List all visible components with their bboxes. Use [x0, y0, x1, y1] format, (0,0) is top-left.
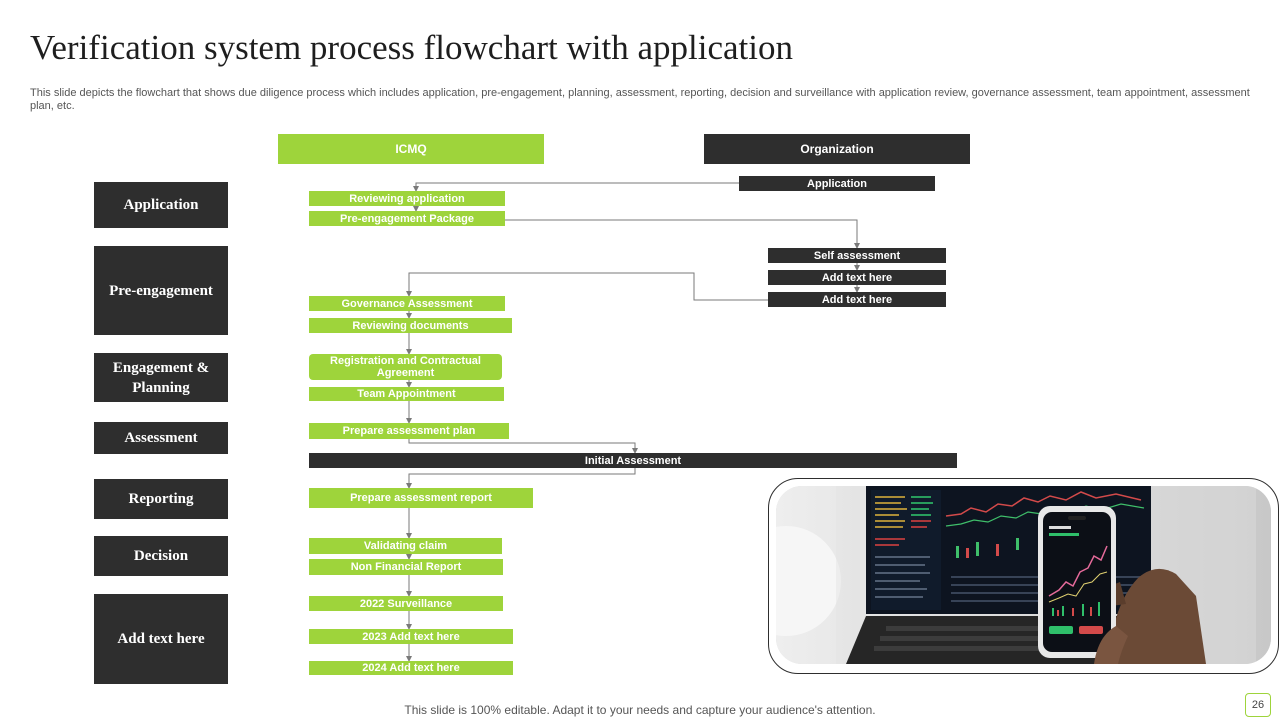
column-header-icmq: ICMQ	[278, 134, 544, 164]
column-header-organization: Organization	[704, 134, 970, 164]
connector-package-to-self-assessment	[505, 219, 860, 249]
connector-text2-to-governance	[406, 272, 768, 301]
connector-initial-to-report	[406, 468, 636, 489]
step-pre-engagement-package: Pre-engagement Package	[309, 211, 505, 226]
page-number: 26	[1245, 693, 1271, 717]
stage-engagement-planning: Engagement & Planning	[94, 353, 228, 402]
step-text-2024: 2024 Add text here	[309, 661, 513, 675]
step-validating-claim: Validating claim	[309, 538, 502, 554]
step-surveillance-2022: 2022 Surveillance	[309, 596, 503, 611]
connector-plan-to-initial	[408, 439, 638, 454]
step-registration-agreement: Registration and Contractual Agreement	[309, 354, 502, 380]
stage-decision: Decision	[94, 536, 228, 576]
step-governance-assessment: Governance Assessment	[309, 296, 505, 311]
footer-note: This slide is 100% editable. Adapt it to…	[404, 703, 876, 717]
stage-pre-engagement: Pre-engagement	[94, 246, 228, 335]
page-title: Verification system process flowchart wi…	[30, 28, 793, 67]
step-text-2023: 2023 Add text here	[309, 629, 513, 644]
step-reviewing-application: Reviewing application	[309, 191, 505, 206]
step-org-application: Application	[739, 176, 935, 191]
stage-application: Application	[94, 182, 228, 228]
step-non-financial-report: Non Financial Report	[309, 559, 503, 575]
photo-frame	[768, 478, 1279, 674]
stage-assessment: Assessment	[94, 422, 228, 454]
step-org-text-1: Add text here	[768, 270, 946, 285]
step-self-assessment: Self assessment	[768, 248, 946, 263]
step-prepare-plan: Prepare assessment plan	[309, 423, 509, 439]
step-prepare-report: Prepare assessment report	[309, 488, 533, 508]
step-team-appointment: Team Appointment	[309, 387, 504, 401]
step-initial-assessment: Initial Assessment	[309, 453, 957, 468]
step-reviewing-documents: Reviewing documents	[309, 318, 512, 333]
step-org-text-2: Add text here	[768, 292, 946, 307]
connector-application-to-review	[413, 182, 739, 192]
stage-add-text: Add text here	[94, 594, 228, 684]
trading-illustration	[776, 486, 1271, 664]
photo-trading-phone	[776, 486, 1271, 664]
page-subtitle: This slide depicts the flowchart that sh…	[30, 87, 1250, 112]
stage-reporting: Reporting	[94, 479, 228, 519]
